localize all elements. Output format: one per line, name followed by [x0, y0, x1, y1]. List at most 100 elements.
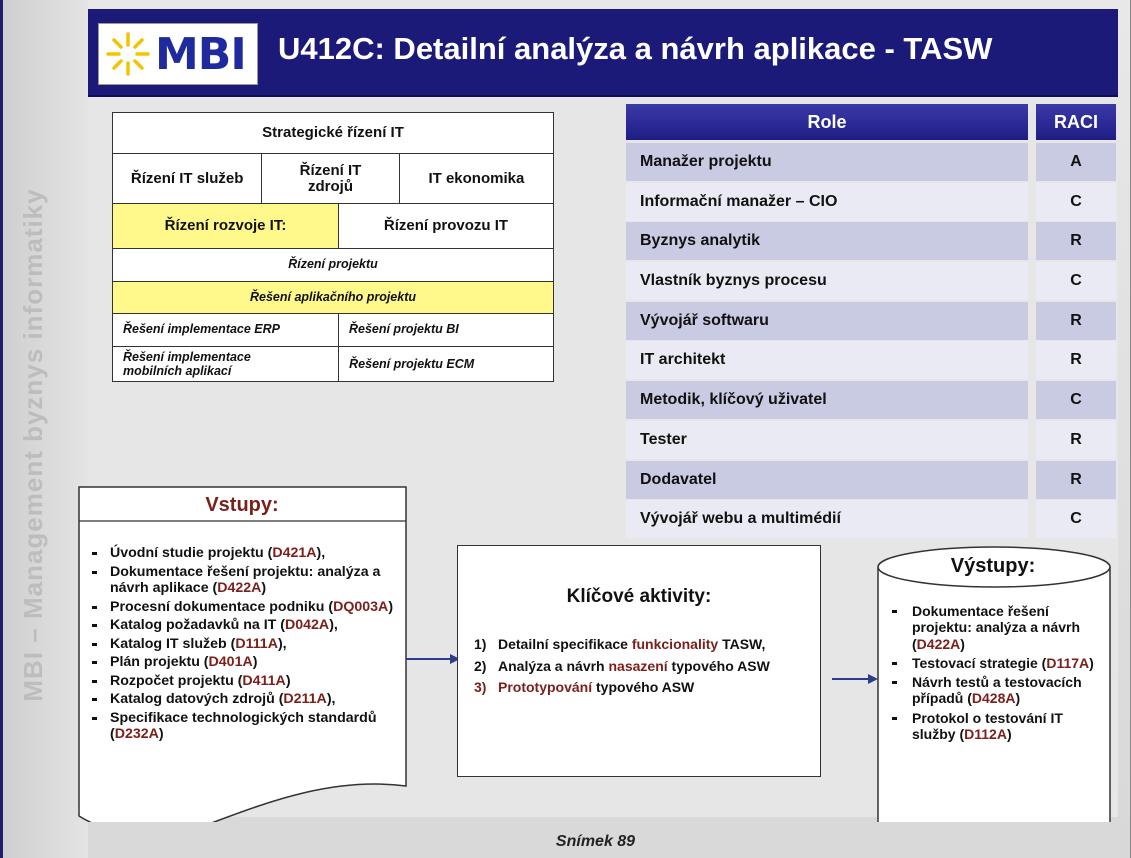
activities-list: 1)Detailní specifikace funkcionality TAS…	[470, 636, 810, 701]
input-tail: ),	[277, 635, 287, 652]
input-tail: )	[285, 672, 291, 689]
framework-cell-services: Řízení IT služeb	[113, 154, 263, 203]
inputs-list: Úvodní studie projektu (D421A), Dokument…	[88, 545, 400, 745]
framework-cell-app-project: Řešení aplikačního projektu	[113, 282, 553, 313]
arrow-right-icon	[832, 674, 878, 684]
input-tail: ),	[316, 545, 326, 561]
framework-row: Řešení implementace mobilních aplikací Ř…	[113, 347, 553, 382]
bullet-icon	[92, 661, 97, 664]
activity-text: typového ASW	[592, 679, 695, 695]
input-tail: )	[261, 580, 267, 596]
activity-number: 3)	[474, 679, 487, 695]
input-code: D042A	[285, 617, 330, 633]
raci-header-role: Role	[626, 104, 1028, 140]
input-text: Katalog IT služeb (	[110, 635, 236, 652]
raci-value: C	[1036, 182, 1116, 221]
slide-number: Snímek 89	[555, 833, 636, 850]
slide-title: U412C: Detailní analýza a návrh aplikace…	[278, 31, 993, 66]
bullet-icon	[892, 716, 897, 720]
input-text: Úvodní studie projektu (	[110, 545, 273, 561]
framework-grid: Strategické řízení IT Řízení IT služeb Ř…	[112, 112, 554, 382]
output-tail: )	[1006, 726, 1012, 743]
framework-cell-bi: Řešení projektu BI	[348, 322, 459, 337]
framework-cell-operations: Řízení provozu IT	[383, 217, 509, 235]
output-code: D112A	[964, 726, 1007, 743]
raci-value: R	[1036, 420, 1116, 459]
bullet-icon	[92, 624, 97, 627]
raci-value: C	[1036, 262, 1116, 301]
input-code: D211A	[283, 691, 327, 707]
output-tail: )	[1089, 654, 1094, 671]
list-item: 3)Prototypování typového ASW	[470, 679, 810, 696]
list-item: Procesní dokumentace podniku (DQ003A)	[88, 599, 400, 616]
raci-role: Byznys analytik	[626, 222, 1028, 261]
list-item: Plán projektu (D401A)	[88, 654, 400, 671]
sun-icon	[106, 32, 150, 76]
output-text: Dokumentace řešení projektu: analýza a n…	[912, 603, 1081, 652]
list-item: Katalog IT služeb (D111A),	[88, 636, 400, 653]
raci-value: C	[1036, 381, 1116, 420]
framework-row: Řešení aplikačního projektu	[113, 282, 553, 314]
raci-value: R	[1036, 341, 1116, 380]
input-tail: )	[252, 654, 258, 670]
framework-cell-strategic: Strategické řízení IT	[262, 124, 404, 142]
input-code: D401A	[208, 654, 253, 670]
raci-role: Informační manažer – CIO	[626, 182, 1028, 221]
activity-text: Analýza a návrh	[498, 657, 609, 674]
activities-title: Klíčové aktivity:	[566, 586, 712, 607]
raci-value: R	[1036, 460, 1116, 499]
activity-accent: funkcionality	[631, 636, 719, 652]
framework-row: Řízení IT služeb Řízení IT zdrojů IT eko…	[113, 154, 553, 204]
input-text: Katalog datových zdrojů (	[110, 691, 284, 707]
input-text: Procesní dokumentace podniku (	[110, 598, 334, 615]
list-item: Dokumentace řešení projektu: analýza a n…	[888, 603, 1103, 652]
input-text: Katalog požadavků na IT (	[110, 617, 286, 633]
side-stripe	[3, 0, 88, 858]
input-code: DQ003A	[333, 598, 389, 615]
output-code: D428A	[971, 690, 1016, 707]
framework-row: Strategické řízení IT	[113, 113, 553, 154]
list-item: Úvodní studie projektu (D421A),	[88, 545, 400, 562]
framework-row: Řízení projektu	[113, 249, 553, 282]
input-tail: ),	[326, 691, 336, 707]
input-tail: ),	[329, 617, 338, 633]
bullet-icon	[92, 605, 97, 609]
bullet-icon	[92, 642, 97, 646]
list-item: 1)Detailní specifikace funkcionality TAS…	[470, 636, 810, 653]
list-item: Testovací strategie (D117A)	[888, 655, 1103, 671]
logo-text: MBI	[155, 28, 247, 80]
list-item: Dokumentace řešení projektu: analýza a n…	[88, 564, 400, 597]
raci-value: R	[1036, 301, 1116, 340]
input-text: Specifikace technologických standardů (	[110, 709, 377, 743]
list-item: Rozpočet projektu (D411A)	[88, 673, 400, 690]
output-code: D117A	[1046, 654, 1090, 671]
mbi-logo: MBI	[98, 23, 258, 85]
bullet-icon	[92, 698, 97, 701]
raci-value: R	[1036, 222, 1116, 261]
activity-accent: nasazení	[608, 657, 668, 674]
activity-text: typového ASW	[667, 657, 770, 674]
raci-role: Dodavatel	[626, 460, 1028, 499]
framework-cell-resources: Řízení IT zdrojů	[262, 154, 400, 203]
bullet-icon	[892, 661, 897, 665]
framework-cell-erp: Řešení implementace ERP	[113, 314, 339, 346]
raci-role: IT architekt	[626, 341, 1028, 380]
output-text: Testovací strategie (	[912, 654, 1047, 671]
activity-text: Detailní specifikace	[498, 636, 632, 652]
input-text: Plán projektu (	[110, 654, 209, 670]
list-item: Specifikace technologických standardů (D…	[88, 710, 400, 743]
bullet-icon	[92, 570, 97, 574]
input-text: Rozpočet projektu (	[110, 672, 243, 689]
framework-cell-mobile: Řešení implementace mobilních aplikací	[113, 347, 340, 382]
output-tail: )	[1015, 690, 1021, 707]
raci-role: Vývojář webu a multimédií	[626, 500, 1028, 539]
bullet-icon	[92, 679, 97, 683]
